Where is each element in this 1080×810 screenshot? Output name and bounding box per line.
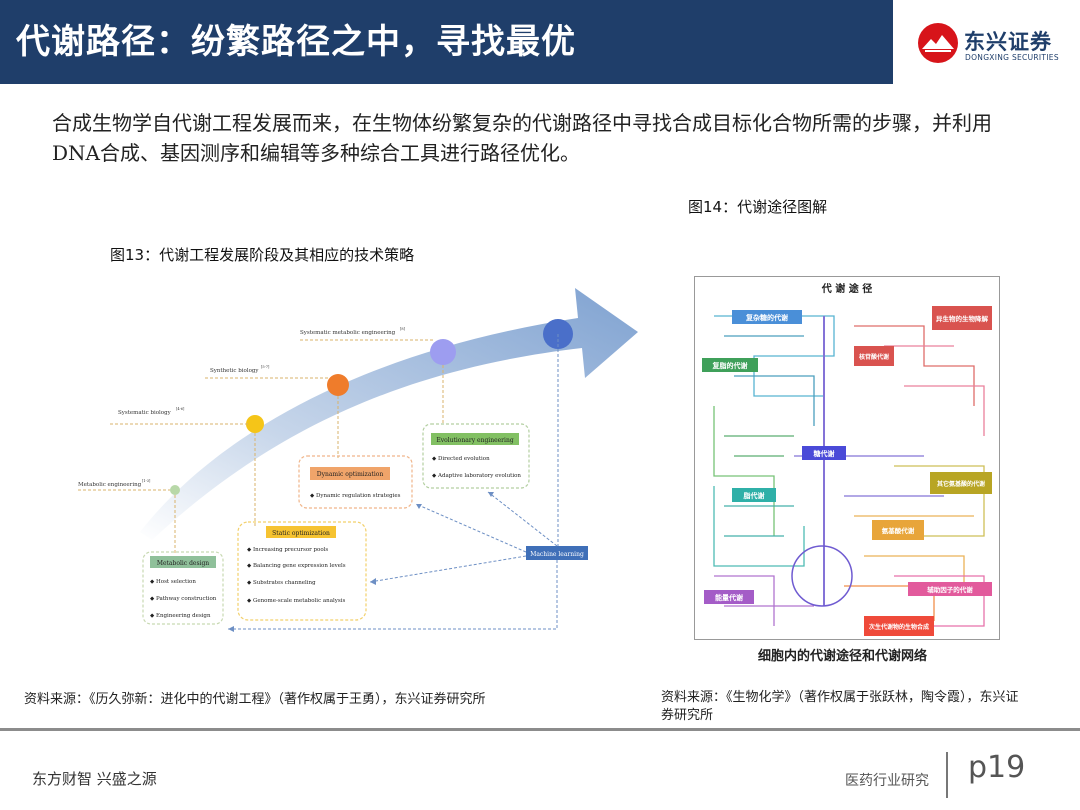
- figure14-source: 资料来源：《生物化学》（著作权属于张跃林，陶令霞），东兴证券研究所: [661, 690, 1019, 723]
- footer-vertical-divider: [946, 752, 948, 798]
- svg-text:氨基酸代谢: 氨基酸代谢: [882, 526, 915, 535]
- stage-ref-3: [5-7]: [261, 365, 270, 369]
- stage-label-1: Metabolic engineering: [78, 482, 142, 488]
- svg-text:◆ Dynamic regulation strategie: ◆ Dynamic regulation strategies: [310, 493, 401, 499]
- svg-text:◆ Host selection: ◆ Host selection: [150, 579, 196, 585]
- svg-text:辅助因子的代谢: 辅助因子的代谢: [927, 585, 973, 594]
- svg-text:Dynamic optimization: Dynamic optimization: [317, 471, 384, 478]
- stage-ref-1: [1-3]: [142, 479, 151, 483]
- svg-text:◆ Adaptive laboratory evolutio: ◆ Adaptive laboratory evolution: [432, 473, 521, 479]
- stage-dot-1: [170, 485, 180, 495]
- svg-text:Machine learning: Machine learning: [530, 551, 584, 558]
- svg-text:◆ Directed evolution: ◆ Directed evolution: [432, 456, 490, 462]
- figure14-image-caption: 细胞内的代谢途径和代谢网络: [758, 649, 928, 664]
- figure14-caption: 图14：代谢途径图解: [688, 198, 828, 216]
- svg-text:Static optimization: Static optimization: [272, 530, 330, 537]
- intro-paragraph: 合成生物学自代谢工程发展而来，在生物体纷繁复杂的代谢路径中寻找合成目标化合物所需…: [52, 111, 992, 165]
- svg-text:◆ Engineering design: ◆ Engineering design: [150, 613, 211, 619]
- svg-text:次生代谢物的生物合成: 次生代谢物的生物合成: [869, 623, 929, 631]
- logo-name-en: DONGXING SECURITIES: [965, 53, 1059, 62]
- svg-text:异生物的生物降解: 异生物的生物降解: [936, 314, 989, 323]
- stage-label-4: Systematic metabolic engineering: [300, 330, 396, 336]
- stage-dot-3: [327, 374, 349, 396]
- box-evolutionary-engineering: Evolutionary engineering ◆ Directed evol…: [422, 423, 530, 489]
- page-number: p19: [968, 750, 1026, 785]
- svg-text:Evolutionary engineering: Evolutionary engineering: [436, 437, 514, 444]
- progress-arrow: [140, 288, 638, 540]
- svg-text:其它氨基酸的代谢: 其它氨基酸的代谢: [937, 480, 985, 488]
- figure13-source: 资料来源：《历久弥新：进化中的代谢工程》（著作权属于王勇），东兴证券研究所: [24, 692, 486, 707]
- logo-name-cn: 东兴证券: [964, 30, 1052, 54]
- svg-text:◆ Genome-scale metabolic analy: ◆ Genome-scale metabolic analysis: [247, 598, 345, 604]
- svg-text:◆ Substrates channeling: ◆ Substrates channeling: [247, 580, 316, 586]
- header-bar: 代谢路径：纷繁路径之中，寻找最优: [0, 0, 893, 84]
- svg-text:能量代谢: 能量代谢: [715, 593, 743, 602]
- stage-dot-2: [246, 415, 264, 433]
- stage-ref-4: [8]: [400, 327, 406, 331]
- footer-divider-line: [0, 728, 1080, 731]
- svg-text:Metabolic design: Metabolic design: [157, 560, 209, 567]
- svg-text:◆ Pathway construction: ◆ Pathway construction: [150, 596, 217, 602]
- company-logo-icon: [918, 23, 958, 63]
- page-title: 代谢路径：纷繁路径之中，寻找最优: [16, 22, 576, 62]
- svg-text:复杂糖的代谢: 复杂糖的代谢: [745, 313, 788, 322]
- figure13-diagram: Metabolic engineering [1-3] Systematic b…: [78, 288, 638, 632]
- stage-dot-4: [430, 339, 456, 365]
- stage-label-3: Synthetic biology: [210, 368, 259, 374]
- box-machine-learning: Machine learning: [526, 546, 588, 560]
- map-region-labels: 复杂糖的代谢 异生物的生物降解 复脂的代谢 核苷酸代谢 糖代谢 脂代谢 其它氨基…: [702, 306, 992, 636]
- figure13-caption: 图13：代谢工程发展阶段及其相应的技术策略: [110, 246, 415, 264]
- figure14-metabolic-map: 代 谢 途 径 复杂糖的代谢 异生物的生物降解 复脂的代谢 核苷酸代谢 糖代谢 …: [694, 276, 1000, 640]
- footer-slogan: 东方财智 兴盛之源: [32, 770, 157, 788]
- svg-text:核苷酸代谢: 核苷酸代谢: [859, 353, 889, 361]
- svg-text:代 谢 途 径: 代 谢 途 径: [821, 282, 872, 295]
- svg-text:复脂的代谢: 复脂的代谢: [712, 361, 748, 370]
- box-dynamic-optimization: Dynamic optimization ◆ Dynamic regulatio…: [298, 455, 413, 509]
- footer-section: 医药行业研究: [845, 773, 929, 789]
- svg-text:◆ Increasing precursor pools: ◆ Increasing precursor pools: [247, 547, 328, 553]
- svg-text:糖代谢: 糖代谢: [814, 449, 835, 458]
- svg-text:脂代谢: 脂代谢: [743, 491, 765, 500]
- stage-label-2: Systematic biology: [118, 410, 172, 416]
- svg-text:◆ Balancing gene expression le: ◆ Balancing gene expression levels: [247, 563, 346, 569]
- box-static-optimization: Static optimization ◆ Increasing precurs…: [237, 521, 367, 621]
- stage-ref-2: [4-6]: [176, 407, 185, 411]
- box-metabolic-design: Metabolic design ◆ Host selection ◆ Path…: [142, 551, 224, 625]
